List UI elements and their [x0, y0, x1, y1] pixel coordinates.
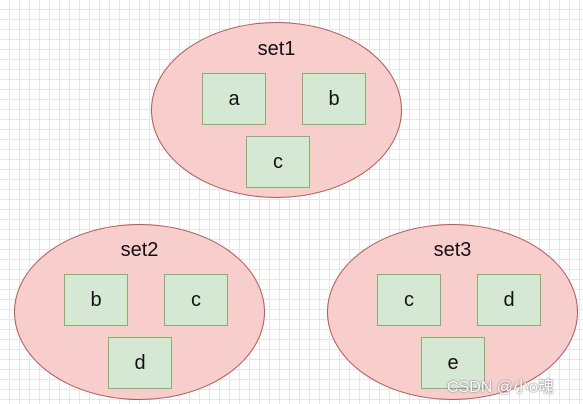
set1-node-b: b — [302, 73, 366, 125]
csdn-watermark: CSDN @小o魂 — [447, 379, 554, 396]
set3-node-d: d — [477, 274, 541, 326]
set2-node-b: b — [64, 274, 128, 326]
set2-title: set2 — [120, 239, 159, 261]
set2-node-c: c — [164, 274, 228, 326]
set3-ellipse: set3 c d e — [327, 224, 578, 400]
set2-node-d: d — [108, 337, 172, 389]
set1-node-a: a — [202, 73, 266, 125]
set3-node-e: e — [421, 337, 485, 389]
set1-ellipse: set1 a b c — [151, 22, 402, 198]
set1-title: set1 — [257, 38, 296, 60]
set2-ellipse: set2 b c d — [14, 224, 265, 400]
set3-node-c: c — [377, 274, 441, 326]
set1-node-c: c — [246, 136, 310, 188]
set3-title: set3 — [433, 239, 472, 261]
